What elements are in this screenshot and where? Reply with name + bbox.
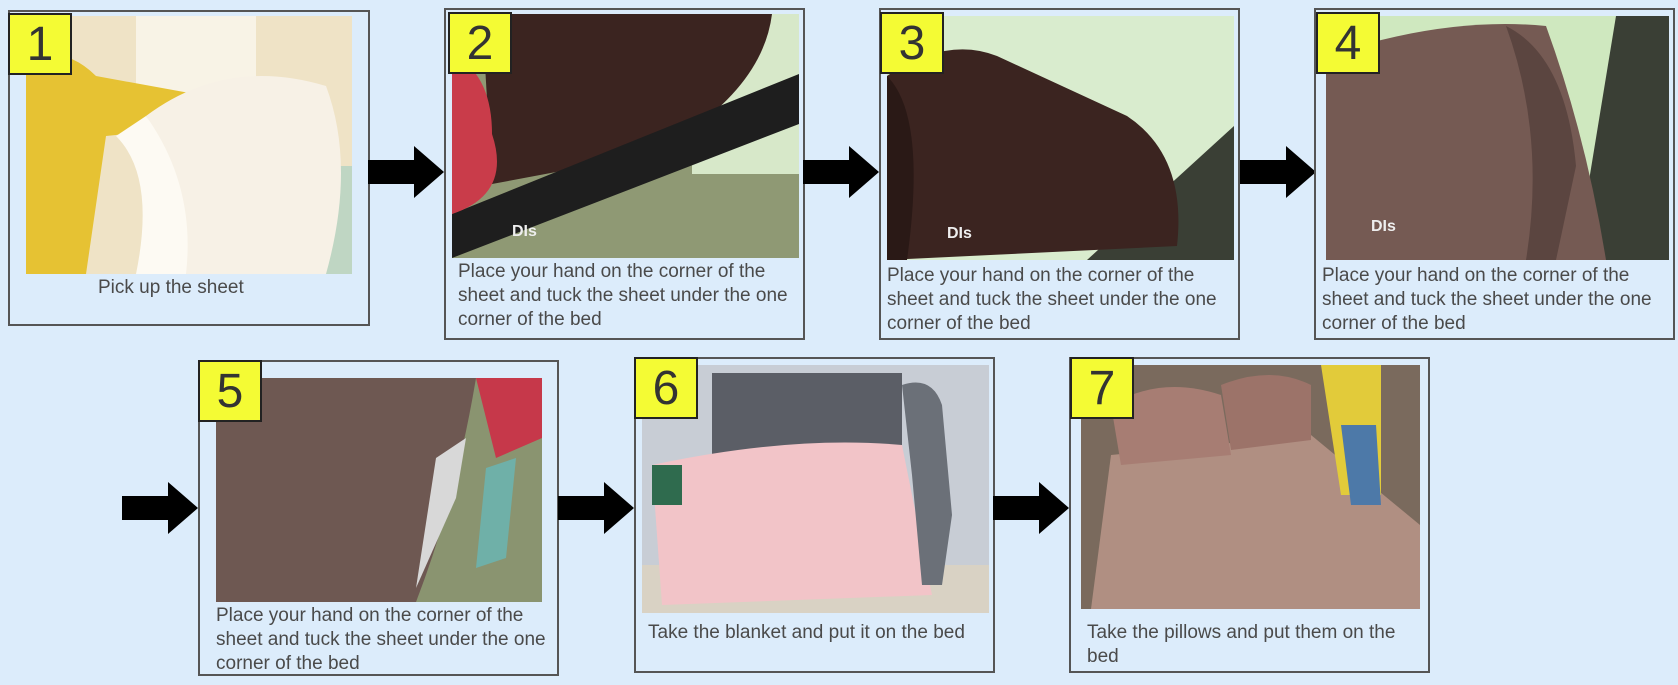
step-7-caption: Take the pillows and put them on the bed	[1087, 622, 1396, 667]
step-6-caption: Take the blanket and put it on the bed	[648, 622, 965, 643]
right-arrow-icon	[558, 482, 634, 534]
right-arrow-icon	[368, 146, 444, 198]
step-1-caption: Pick up the sheet	[98, 277, 244, 298]
svg-text:DIs: DIs	[1371, 218, 1396, 235]
right-arrow-icon	[803, 146, 879, 198]
step-3-number-badge: 3	[880, 12, 944, 74]
step-6-photo	[642, 365, 989, 613]
step-card-5: Place your hand on the corner of the she…	[198, 360, 559, 676]
step-card-3: DIs Place your hand on the corner of the…	[879, 8, 1240, 340]
svg-text:DIs: DIs	[512, 223, 537, 240]
step-5-caption: Place your hand on the corner of the she…	[216, 605, 546, 674]
step-6-number-badge: 6	[634, 357, 698, 419]
step-5-photo	[216, 378, 542, 602]
step-1-number-badge: 1	[8, 13, 72, 75]
svg-text:DIs: DIs	[947, 225, 972, 242]
step-4-number-badge: 4	[1316, 12, 1380, 74]
step-4-photo: DIs	[1326, 16, 1669, 260]
right-arrow-icon	[993, 482, 1069, 534]
step-2-number-badge: 2	[448, 12, 512, 74]
step-3-photo: DIs	[887, 16, 1234, 260]
step-1-photo	[26, 16, 352, 274]
right-arrow-icon	[1240, 146, 1316, 198]
step-card-7: Take the pillows and put them on the bed	[1069, 357, 1430, 673]
step-card-1: Pick up the sheet	[8, 10, 370, 326]
step-5-number-badge: 5	[198, 360, 262, 422]
step-7-number-badge: 7	[1070, 357, 1134, 419]
step-2-caption: Place your hand on the corner of the she…	[458, 261, 788, 330]
right-arrow-icon	[122, 482, 198, 534]
step-7-photo	[1081, 365, 1420, 609]
step-4-caption: Place your hand on the corner of the she…	[1322, 265, 1652, 334]
step-3-caption: Place your hand on the corner of the she…	[887, 265, 1217, 334]
